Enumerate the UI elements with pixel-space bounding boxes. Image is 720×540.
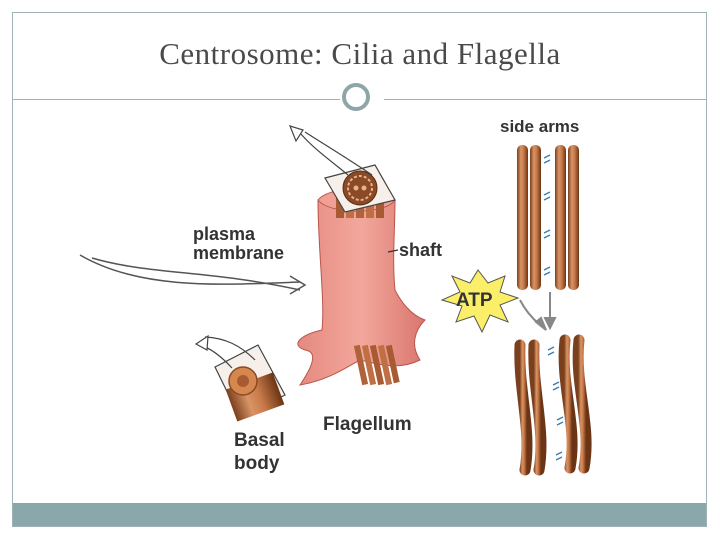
bent-microtubules bbox=[514, 334, 592, 476]
atp-starburst bbox=[440, 269, 520, 334]
label-body: body bbox=[234, 453, 280, 474]
slide-title: Centrosome: Cilia and Flagella bbox=[159, 36, 561, 71]
label-side-arms: side arms bbox=[500, 117, 579, 136]
title-rule-right bbox=[384, 99, 707, 100]
basal-body-section bbox=[194, 334, 286, 422]
label-flagellum: Flagellum bbox=[323, 414, 412, 435]
plasma-membrane-arrow bbox=[79, 254, 307, 295]
slide-frame bbox=[12, 12, 707, 527]
label-atp: ATP bbox=[456, 290, 493, 311]
label-membrane: membrane bbox=[193, 243, 284, 263]
label-plasma: plasma bbox=[193, 224, 256, 244]
bottom-accent-band bbox=[13, 503, 706, 526]
flagellum-shaft bbox=[297, 182, 426, 386]
label-shaft: shaft bbox=[399, 240, 442, 260]
title-ornament-circle bbox=[342, 83, 370, 111]
cross-section-top bbox=[288, 125, 396, 213]
label-basal: Basal bbox=[234, 430, 285, 451]
bend-arrows bbox=[519, 292, 557, 331]
title-rule-left bbox=[12, 99, 340, 100]
shaft-leader bbox=[387, 249, 399, 253]
straight-microtubules bbox=[517, 145, 579, 290]
